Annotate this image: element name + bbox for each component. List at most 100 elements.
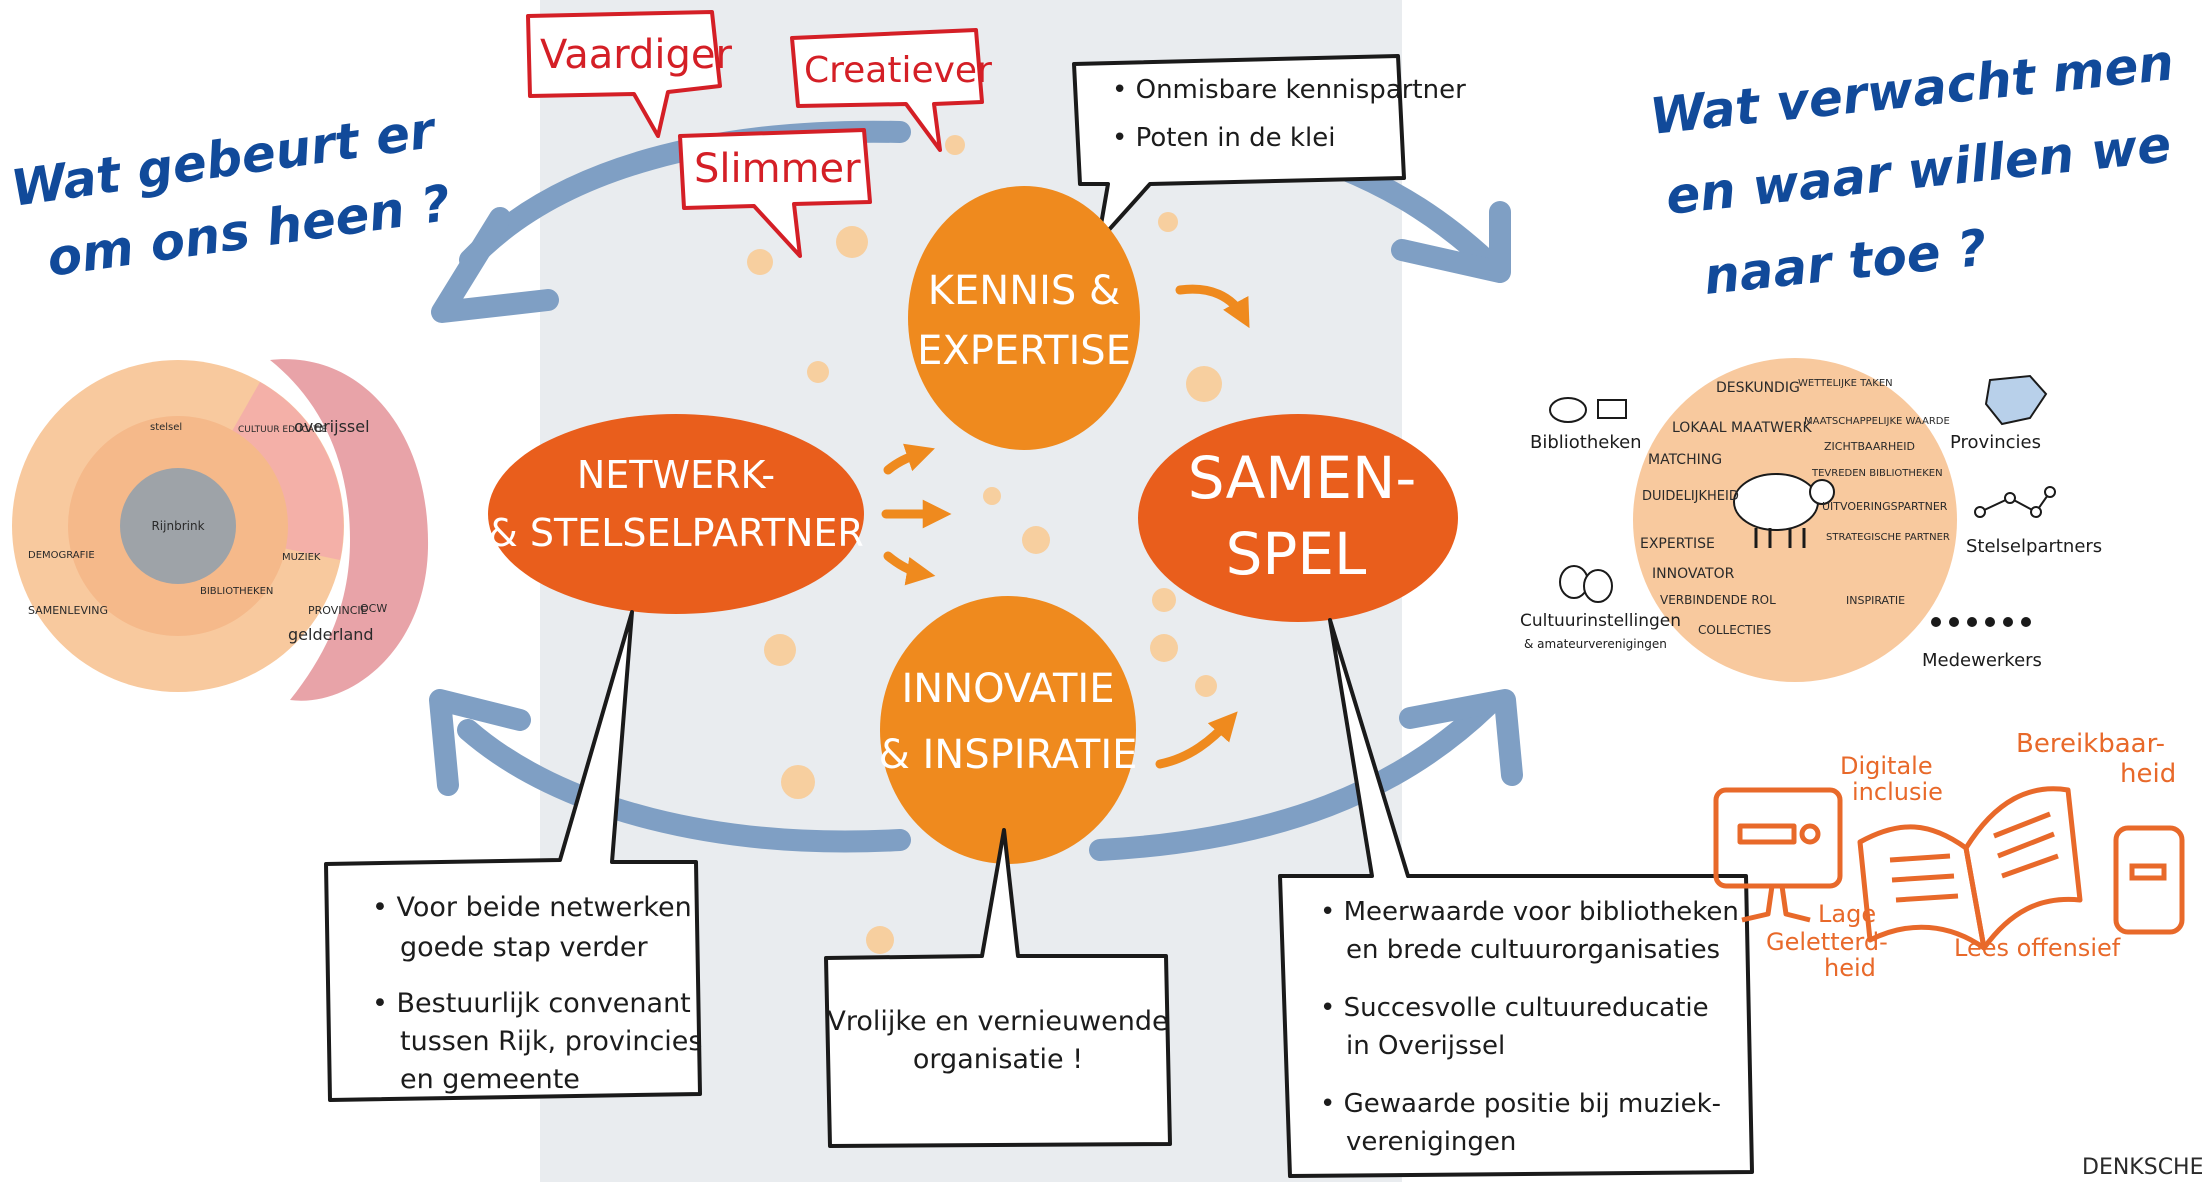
left-mini-map: overijssel PROVINCIE OCW gelderland SAME… xyxy=(12,359,429,701)
right-side-label-stelselpartners: Stelselpartners xyxy=(1966,536,2102,557)
circle-innovatie-line-2: & INSPIRATIE xyxy=(879,732,1138,778)
phone-search-bar xyxy=(2129,863,2167,881)
circle-netwerk-line-2: & STELSELPARTNER xyxy=(488,511,864,555)
right-map-label-innovator: INNOVATOR xyxy=(1652,566,1735,582)
person xyxy=(2003,617,2013,627)
pink-band-outer xyxy=(270,359,429,701)
left-map-label-cultuureducatie: CULTUUR EDUCATIE xyxy=(238,425,328,435)
right-side-label-medewerkers: Medewerkers xyxy=(1922,650,2042,671)
dot xyxy=(764,634,796,666)
reading-label-lees: Lees offensief xyxy=(1954,934,2121,962)
person xyxy=(1949,617,1959,627)
box-center-line-1: Vrolijke en vernieuwende xyxy=(827,1006,1168,1037)
speech-slimmer: Slimmer xyxy=(678,128,872,258)
phone-body xyxy=(2113,825,2185,935)
box-center-line-2: organisatie ! xyxy=(913,1044,1083,1075)
dot xyxy=(781,765,815,799)
arrowhead-top-left xyxy=(431,207,559,323)
box-right-line-5: • Gewaarde positie bij muziek- xyxy=(1320,1089,1721,1119)
sheep-body xyxy=(1733,473,1819,531)
circle-kennis-line-2: EXPERTISE xyxy=(917,328,1131,374)
box-center: Vrolijke en vernieuwende organisatie ! xyxy=(824,828,1172,1148)
dot xyxy=(866,926,894,954)
right-map-label-zichtbaarheid: ZICHTBAARHEID xyxy=(1824,440,1915,453)
dot xyxy=(836,226,868,258)
speech-vaardiger: Vaardiger xyxy=(526,10,733,138)
arrowhead-bottom-left xyxy=(429,689,531,796)
dot xyxy=(1152,588,1176,612)
dot xyxy=(1158,212,1178,232)
speech-creatiever: Creatiever xyxy=(790,28,992,152)
arrowhead-top-right xyxy=(1391,201,1511,283)
circle-kennis-shape xyxy=(908,186,1140,450)
sheep-head xyxy=(1809,479,1835,505)
circle-innovatie: INNOVATIE & INSPIRATIE xyxy=(879,596,1138,864)
person xyxy=(1931,617,1941,627)
stelselpartners-network-icon xyxy=(1974,486,2056,518)
orange-arrow-innovatie xyxy=(1155,711,1238,769)
speech-creatiever-text: Creatiever xyxy=(804,50,992,91)
speech-slimmer-shape xyxy=(678,128,872,258)
box-left-line-4: tussen Rijk, provincies xyxy=(400,1026,702,1057)
signature: DENKSCHE xyxy=(2082,1155,2202,1180)
network-node xyxy=(1974,506,1986,518)
speech-icon xyxy=(1549,397,1587,423)
person xyxy=(2021,617,2031,627)
dot xyxy=(1195,675,1217,697)
circle-netwerk-shape xyxy=(488,414,864,614)
circle-kennis-line-1: KENNIS & xyxy=(928,268,1120,314)
circle-samenspel-line-1: SAMEN- xyxy=(1188,444,1417,512)
monitor-stand xyxy=(1741,885,1811,923)
left-map-label-overijssel: overijssel xyxy=(294,417,370,436)
right-map-label-tevreden: TEVREDEN BIBLIOTHEKEN xyxy=(1811,468,1943,479)
right-map-label-expertise: EXPERTISE xyxy=(1640,536,1715,552)
speech-vaardiger-shape xyxy=(526,10,722,138)
box-right-shape xyxy=(1278,618,1754,1178)
left-map-label-samenleving: SAMENLEVING xyxy=(28,604,108,617)
monitor-search-bar xyxy=(1737,823,1797,845)
network-node xyxy=(2030,506,2042,518)
right-mini-map: DESKUNDIG WETTELIJKE TAKEN LOKAAL MAATWE… xyxy=(1520,358,2102,682)
right-map-label-uitvoeringspartner: UITVOERINGSPARTNER xyxy=(1822,500,1948,513)
right-map-label-duidelijkheid: DUIDELIJKHEID xyxy=(1642,489,1739,504)
dot xyxy=(983,487,1001,505)
network-node xyxy=(2004,492,2016,504)
box-center-shape xyxy=(824,828,1172,1148)
bubble-top: • Onmisbare kennispartner • Poten in de … xyxy=(1072,54,1466,244)
dot xyxy=(1150,634,1178,662)
box-right-line-6: verenigingen xyxy=(1346,1127,1516,1157)
box-right-line-3: • Succesvolle cultuureducatie xyxy=(1320,993,1709,1023)
circle-samenspel: SAMEN- SPEL xyxy=(1138,414,1458,622)
cycle-arrow-bottom-right xyxy=(1089,694,1499,861)
reading-label-digitale-1: Digitale xyxy=(1840,752,1933,780)
bibliotheken-icon xyxy=(1549,397,1627,423)
right-map-label-maatschappelijk: MAATSCHAPPELIJKE WAARDE xyxy=(1804,416,1950,427)
right-map-label-lokaal: LOKAAL MAATWERK xyxy=(1672,420,1813,436)
right-side-label-amateur: & amateurverenigingen xyxy=(1524,637,1667,651)
right-map-label-matching: MATCHING xyxy=(1648,452,1722,468)
reading-label-lage-1: Lage xyxy=(1818,900,1876,928)
right-map-label-wettelijke: WETTELIJKE TAKEN xyxy=(1798,378,1893,389)
left-map-label-gelderland: gelderland xyxy=(288,625,374,644)
reading-label-digitale-2: inclusie xyxy=(1852,778,1943,806)
dot xyxy=(1186,366,1222,402)
sheep-illustration xyxy=(1733,473,1835,548)
network-lines xyxy=(1979,491,2051,514)
dot xyxy=(945,135,965,155)
speech-slimmer-text: Slimmer xyxy=(694,146,861,192)
person xyxy=(1985,617,1995,627)
inner-grey-circle xyxy=(120,468,236,584)
left-map-label-stelsel: stelsel xyxy=(150,422,182,433)
phone-icon xyxy=(2113,825,2185,935)
bubble-top-line-2: • Poten in de klei xyxy=(1112,123,1335,153)
right-side-label-bibliotheken: Bibliotheken xyxy=(1530,432,1642,453)
medewerkers-people-icon xyxy=(1931,617,2031,627)
monitor-icon xyxy=(1713,787,1843,923)
box-left-line-1: • Voor beide netwerken xyxy=(372,892,692,923)
box-right: • Meerwaarde voor bibliotheken en brede … xyxy=(1278,618,1754,1178)
right-map-label-strategische: STRATEGISCHE PARTNER xyxy=(1826,532,1950,543)
right-map-label-inspiratie: INSPIRATIE xyxy=(1846,594,1905,607)
left-map-label-rijnbrink: Rijnbrink xyxy=(151,519,204,533)
book-icon xyxy=(1857,786,2083,951)
